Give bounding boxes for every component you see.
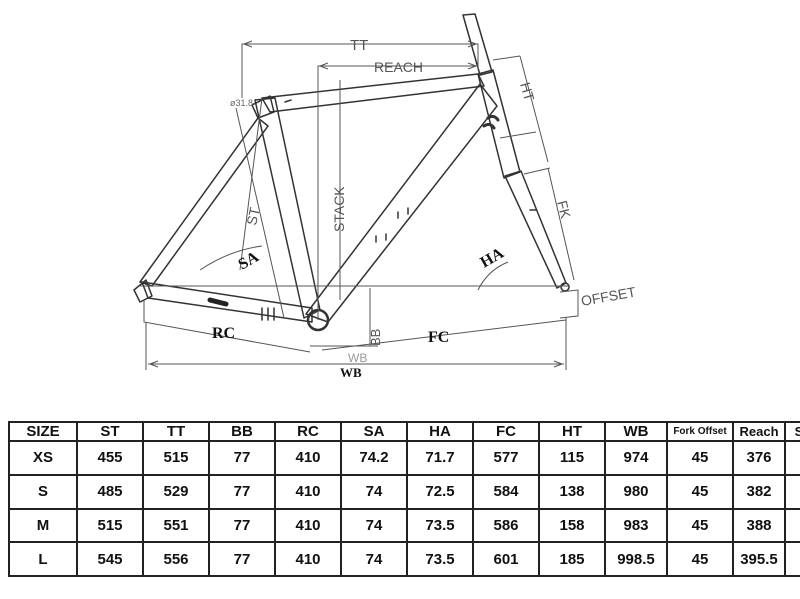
value-cell: 376 bbox=[732, 440, 786, 476]
value-cell: 77 bbox=[208, 473, 276, 510]
tt-label: TT bbox=[350, 37, 368, 54]
fk-label: FK bbox=[554, 199, 574, 221]
column-header: FC bbox=[472, 421, 540, 442]
size-cell: M bbox=[8, 507, 78, 544]
column-header: SA bbox=[340, 421, 408, 442]
ha-label: HA bbox=[478, 245, 508, 272]
value-cell: 485 bbox=[76, 473, 144, 510]
value-cell: 74.2 bbox=[340, 440, 408, 476]
table-body: XS4555157741074.271.757711597445376527S4… bbox=[8, 440, 800, 577]
top-tube bbox=[261, 73, 485, 113]
reach-label: REACH bbox=[374, 59, 423, 75]
seat-clamp-label: ø31.8 bbox=[230, 98, 253, 108]
wb-label: WB bbox=[340, 365, 362, 380]
column-header: TT bbox=[142, 421, 210, 442]
value-cell: 556 bbox=[142, 541, 210, 577]
st-label: ST bbox=[243, 205, 262, 226]
column-header: BB bbox=[208, 421, 276, 442]
bb-label: BB bbox=[368, 329, 383, 346]
fork bbox=[504, 170, 567, 289]
value-cell: 77 bbox=[208, 541, 276, 577]
seat-post bbox=[251, 95, 275, 119]
value-cell: 527 bbox=[784, 440, 800, 476]
value-cell: 45 bbox=[666, 507, 734, 544]
value-cell: 158 bbox=[538, 507, 606, 544]
column-header: Reach bbox=[732, 421, 786, 442]
size-cell: XS bbox=[8, 440, 78, 476]
value-cell: 545 bbox=[76, 541, 144, 577]
sa-label: SA bbox=[236, 248, 263, 273]
value-cell: 574 bbox=[784, 507, 800, 544]
value-cell: 515 bbox=[76, 507, 144, 544]
column-header: HT bbox=[538, 421, 606, 442]
column-header: SIZE bbox=[8, 421, 78, 442]
value-cell: 601 bbox=[472, 541, 540, 577]
value-cell: 551 bbox=[142, 507, 210, 544]
fc-label: FC bbox=[428, 329, 449, 346]
column-header: HA bbox=[406, 421, 474, 442]
value-cell: 586 bbox=[472, 507, 540, 544]
value-cell: 515 bbox=[142, 440, 210, 476]
value-cell: 410 bbox=[274, 507, 342, 544]
value-cell: 115 bbox=[538, 440, 606, 476]
value-cell: 599 bbox=[784, 541, 800, 577]
chain-stay bbox=[141, 281, 313, 323]
wb-faint-label: WB bbox=[348, 351, 367, 365]
value-cell: 395.5 bbox=[732, 541, 786, 577]
value-cell: 382 bbox=[732, 473, 786, 510]
size-cell: L bbox=[8, 541, 78, 577]
value-cell: 72.5 bbox=[406, 473, 474, 510]
value-cell: 185 bbox=[538, 541, 606, 577]
value-cell: 980 bbox=[604, 473, 668, 510]
value-cell: 388 bbox=[732, 507, 786, 544]
value-cell: 74 bbox=[340, 541, 408, 577]
ht-label: HT bbox=[517, 80, 538, 103]
value-cell: 77 bbox=[208, 440, 276, 476]
value-cell: 45 bbox=[666, 541, 734, 577]
value-cell: 138 bbox=[538, 473, 606, 510]
offset-label: OFFSET bbox=[580, 284, 638, 309]
value-cell: 552 bbox=[784, 473, 800, 510]
rear-dropout bbox=[133, 279, 153, 303]
size-cell: S bbox=[8, 473, 78, 510]
value-cell: 71.7 bbox=[406, 440, 474, 476]
value-cell: 73.5 bbox=[406, 541, 474, 577]
value-cell: 45 bbox=[666, 440, 734, 476]
value-cell: 74 bbox=[340, 507, 408, 544]
rc-label: RC bbox=[212, 325, 235, 342]
column-header: RC bbox=[274, 421, 342, 442]
value-cell: 77 bbox=[208, 507, 276, 544]
value-cell: 73.5 bbox=[406, 507, 474, 544]
value-cell: 584 bbox=[472, 473, 540, 510]
column-header: Stack bbox=[784, 421, 800, 442]
value-cell: 410 bbox=[274, 440, 342, 476]
column-header: ST bbox=[76, 421, 144, 442]
steerer-tube bbox=[462, 13, 493, 76]
value-cell: 74 bbox=[340, 473, 408, 510]
column-header: Fork Offset bbox=[666, 421, 734, 442]
stack-label: STACK bbox=[331, 186, 347, 232]
value-cell: 974 bbox=[604, 440, 668, 476]
value-cell: 529 bbox=[142, 473, 210, 510]
frame-geometry-diagram: TT REACH HT STACK ST FK OFFSET BB WB ø31… bbox=[133, 13, 638, 380]
value-cell: 45 bbox=[666, 473, 734, 510]
column-header: WB bbox=[604, 421, 668, 442]
value-cell: 410 bbox=[274, 473, 342, 510]
value-cell: 577 bbox=[472, 440, 540, 476]
value-cell: 410 bbox=[274, 541, 342, 577]
value-cell: 455 bbox=[76, 440, 144, 476]
value-cell: 983 bbox=[604, 507, 668, 544]
value-cell: 998.5 bbox=[604, 541, 668, 577]
